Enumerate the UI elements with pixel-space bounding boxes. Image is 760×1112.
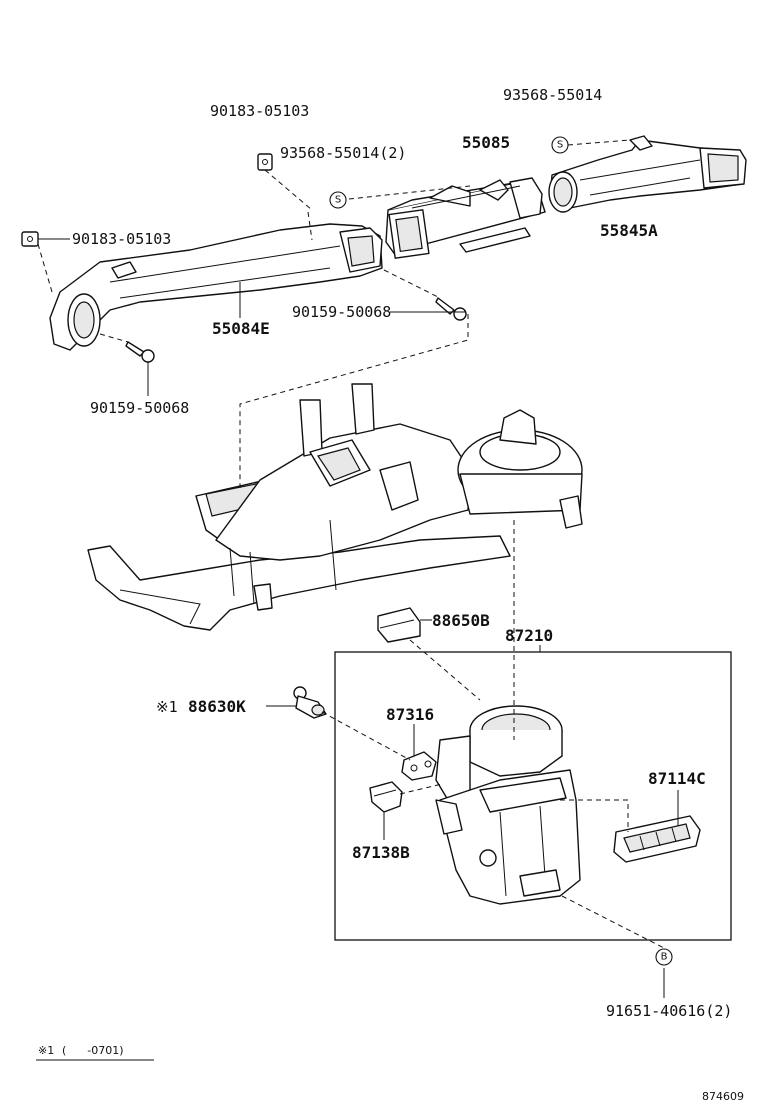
label-88630k-note: ※1	[156, 698, 178, 716]
label-93568-55014-2: 93568-55014(2)	[280, 144, 406, 162]
label-55084e: 55084E	[212, 319, 270, 338]
duct-55085	[385, 177, 546, 259]
label-87114c: 87114C	[648, 769, 706, 788]
filter-87114c	[613, 815, 701, 863]
screw-90159-right	[435, 297, 467, 321]
footnote: ※1 ( -0701)	[36, 1044, 154, 1061]
duct-55084e	[49, 223, 383, 351]
clip-90183-top	[257, 153, 273, 171]
label-90159-50068-left: 90159-50068	[90, 399, 189, 417]
label-55845a: 55845A	[600, 221, 658, 240]
label-90183-05103-left: 90183-05103	[72, 230, 171, 248]
marker-s-2: S	[551, 136, 569, 154]
label-90183-05103-top: 90183-05103	[210, 102, 309, 120]
heater-unit	[87, 383, 583, 631]
footnote-mark: ※1	[38, 1044, 54, 1057]
blower-87210	[334, 651, 732, 941]
clip-90183-left	[21, 231, 39, 247]
label-88650b: 88650B	[432, 611, 490, 630]
label-90159-50068-right: 90159-50068	[292, 303, 391, 321]
label-93568-55014-top: 93568-55014	[503, 86, 602, 104]
label-88630k: 88630K	[188, 697, 246, 716]
sensor-88630k	[293, 686, 327, 719]
label-87210: 87210	[505, 626, 553, 645]
connector-87138b	[369, 781, 403, 813]
label-leaders	[38, 238, 679, 998]
duct-55845a	[548, 135, 747, 213]
label-55085: 55085	[462, 133, 510, 152]
label-87316: 87316	[386, 705, 434, 724]
blower-assembly-box	[334, 651, 732, 941]
svg-text:S: S	[557, 140, 563, 151]
clip-87316	[401, 751, 437, 781]
marker-s-1: S	[329, 191, 347, 209]
screw-90159-left	[125, 341, 155, 363]
sensor-88650b	[377, 607, 421, 643]
footnote-range: ( -0701)	[62, 1044, 124, 1057]
label-91651-40616-2: 91651-40616(2)	[606, 1002, 732, 1020]
assembly-lines	[37, 139, 665, 949]
label-87138b: 87138B	[352, 843, 410, 862]
diagram-id: 874609	[702, 1090, 744, 1103]
marker-b-1: B	[655, 948, 673, 966]
svg-text:B: B	[661, 952, 668, 963]
svg-text:S: S	[335, 195, 341, 206]
